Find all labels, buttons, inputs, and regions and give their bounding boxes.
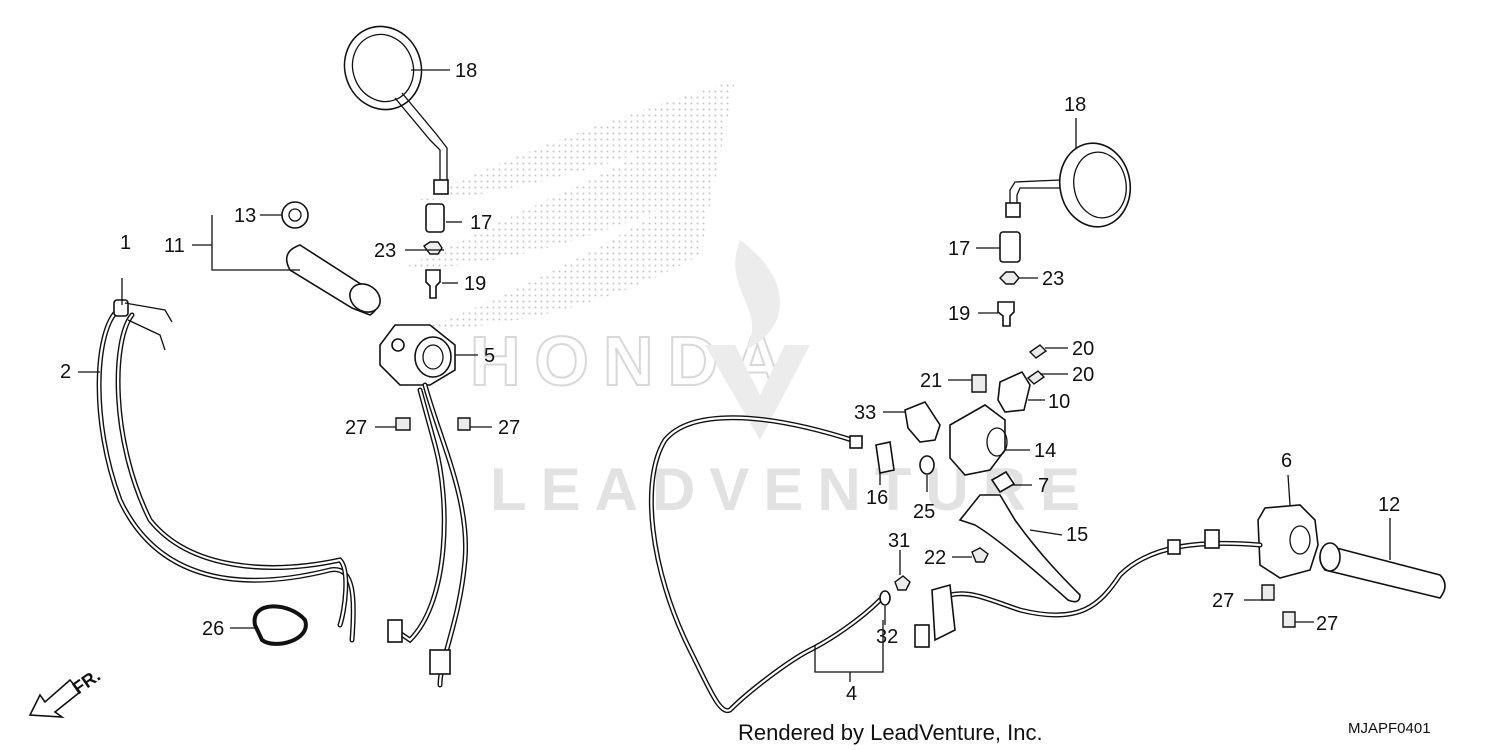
footer-credit: Rendered by LeadVenture, Inc.	[738, 720, 1043, 745]
left-mirror-cover	[425, 203, 445, 233]
callout-13: 13	[234, 205, 256, 227]
front-direction-arrow: FR.	[28, 665, 104, 718]
lever-bolt	[875, 441, 895, 474]
callout-19-left: 19	[464, 273, 486, 295]
left-mirror	[343, 25, 449, 195]
cable-end-nut	[894, 575, 911, 591]
left-grip-end	[281, 201, 309, 229]
throttle-cable-2	[96, 299, 356, 643]
cable-end-washer	[879, 590, 891, 606]
left-mirror-nut	[422, 241, 443, 255]
callout-labels: 1 2 4 5 6 7 10 11 12 13 14 15 16 17 17 1…	[60, 60, 1400, 705]
right-mirror-cover	[999, 231, 1021, 263]
callout-25: 25	[913, 501, 935, 523]
callout-18-right: 18	[1064, 94, 1086, 116]
callout-31: 31	[888, 530, 910, 552]
callout-1: 1	[120, 232, 131, 254]
callout-23-right: 23	[1042, 268, 1064, 290]
right-screw-b	[1282, 611, 1296, 628]
callout-10: 10	[1048, 391, 1070, 413]
right-switch-harness	[914, 529, 1263, 648]
right-mirror-adapter	[997, 301, 1015, 327]
callout-7: 7	[1038, 475, 1049, 497]
callout-17-right: 17	[948, 238, 970, 260]
callout-17-left: 17	[470, 212, 492, 234]
callout-33: 33	[854, 402, 876, 424]
diagram-code: MJAPF0401	[1348, 720, 1431, 737]
callout-23-left: 23	[374, 240, 396, 262]
callout-20-a: 20	[1072, 338, 1094, 360]
lever-holder	[997, 370, 1031, 413]
callout-27-c: 27	[1212, 590, 1234, 612]
clutch-lever-bracket	[949, 404, 1008, 476]
callout-27-a: 27	[345, 417, 367, 439]
callout-12: 12	[1378, 494, 1400, 516]
callout-21: 21	[920, 370, 942, 392]
callout-32: 32	[876, 626, 898, 648]
callout-4: 4	[846, 683, 857, 705]
left-mirror-adapter	[425, 269, 441, 299]
clutch-cable	[648, 415, 883, 714]
left-switch	[379, 324, 456, 386]
left-screw-a	[395, 417, 411, 431]
callout-22: 22	[924, 547, 946, 569]
callout-6: 6	[1281, 450, 1292, 472]
right-mirror	[1005, 142, 1132, 228]
callout-27-b: 27	[498, 417, 520, 439]
callout-5: 5	[484, 345, 495, 367]
callout-27-d: 27	[1316, 613, 1338, 635]
right-screw-a	[1261, 584, 1275, 601]
callout-14: 14	[1034, 440, 1056, 462]
callout-26: 26	[202, 618, 224, 640]
callout-15: 15	[1066, 524, 1088, 546]
left-switch-harness	[387, 382, 469, 688]
callout-19-right: 19	[948, 303, 970, 325]
lever-collar	[990, 470, 1016, 494]
clutch-switch	[904, 401, 941, 443]
lever-pivot-bolt	[971, 374, 987, 393]
callout-16: 16	[866, 487, 888, 509]
callout-20-b: 20	[1072, 364, 1094, 386]
right-mirror-nut	[999, 271, 1020, 285]
lever-washer	[919, 455, 935, 475]
callout-11: 11	[164, 235, 185, 257]
lever-nut	[971, 547, 989, 563]
holder-screw-a	[1028, 344, 1048, 359]
right-grip	[1319, 542, 1446, 599]
clutch-lever	[958, 494, 1081, 603]
cable-band	[252, 604, 308, 646]
left-grip	[285, 244, 381, 316]
holder-screw-b	[1026, 370, 1046, 385]
left-screw-b	[457, 417, 471, 431]
callout-2: 2	[60, 361, 71, 383]
callout-18-left: 18	[455, 60, 477, 82]
right-switch	[1257, 504, 1319, 579]
